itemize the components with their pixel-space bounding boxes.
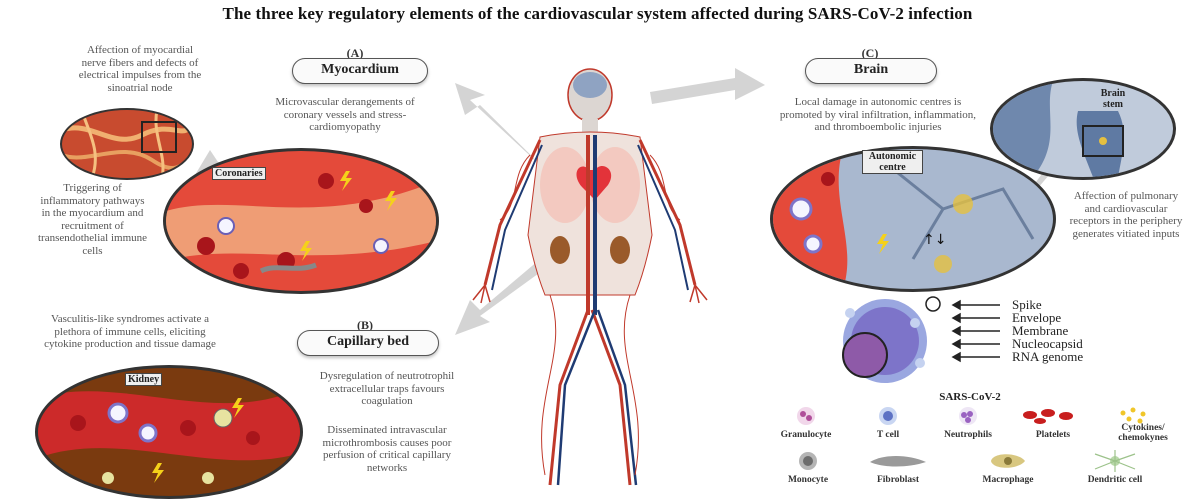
virus-part-rna-genome: RNA genome [1012,350,1083,363]
fibroblast-icon [868,450,928,472]
panel-c-title: Brain [805,58,937,84]
granulocyte-icon [786,405,826,427]
coronaries-circle [163,148,439,294]
virus-pointer-arrows [945,296,1005,366]
legend-row-2: Monocyte Fibroblast Macrophage Dendritic… [768,450,1188,495]
dendritic-cell-icon [1090,450,1140,472]
legend-cytokines: Cytokines/ chemokynes [1103,423,1183,443]
legend-macrophage: Macrophage [968,475,1048,485]
legend-monocyte: Monocyte [768,475,848,485]
legend-dendritic-cell: Dendritic cell [1073,475,1157,485]
legend-neutrophils: Neutrophils [928,430,1008,440]
legend-row-1: Granulocyte T cell Neutrophils Platelets… [768,405,1188,450]
brainstem-circle [990,78,1176,180]
svg-text:↑↓: ↑↓ [923,232,946,248]
legend-fibroblast: Fibroblast [863,475,933,485]
panel-b-dysregulation-text: Dysregulation of neutrotrophil extracell… [317,370,457,408]
autonomic-centre-tag: Autonomic centre [862,150,923,174]
legend-granulocyte: Granulocyte [768,430,844,440]
virus-parts-list: Spike Envelope Membrane Nucleocapsid RNA… [1012,298,1083,363]
monocyte-icon [788,450,828,472]
panel-a-nerve-text: Affection of myocardial nerve fibers and… [75,44,205,94]
myocardium-tissue-image [60,108,194,180]
kidney-tag: Kidney [125,373,162,386]
legend-t-cell: T cell [856,430,920,440]
t-cell-icon [868,405,908,427]
panel-c-afferent-text: Affection of pulmonary and cardiovascula… [1065,190,1187,240]
panel-b-title: Capillary bed [297,330,439,356]
platelets-icon [1018,405,1088,427]
panel-b-vasculitis-text: Vasculitis-like syndromes activate a ple… [40,313,220,351]
coronaries-tag: Coronaries [212,167,266,180]
panel-a-title: Myocardium [292,58,428,84]
sars-cov-2-virion [820,293,950,388]
virus-name: SARS-CoV-2 [925,391,1015,403]
kidney-circle [35,365,303,499]
macrophage-icon [983,450,1033,472]
panel-a-inflam-text: Triggering of inflammatory pathways in t… [35,182,150,257]
panel-b-microthrombosis-text: Disseminated intravascular microthrombos… [312,424,462,474]
brainstem-tag: Brain stem [1090,88,1136,110]
panel-c-local-text: Local damage in autonomic centres is pro… [773,96,983,134]
panel-a-micro-text: Microvascular derangements of coronary v… [270,96,420,134]
human-body-vasculature [430,55,750,495]
neutrophils-icon [948,405,988,427]
legend-platelets: Platelets [1018,430,1088,440]
